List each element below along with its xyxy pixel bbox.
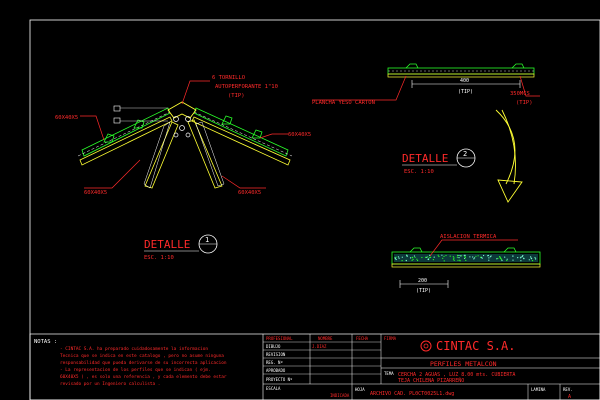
plate-label: PLANCHA YESO CARTON — [312, 100, 375, 106]
notes-line-5: 60X40X5 ) , es solo una referencia , y c… — [60, 374, 227, 380]
detail-1-ridge — [77, 80, 293, 189]
col-firma: FIRMA — [384, 336, 397, 341]
col-profesional: PROFESIONAL — [266, 336, 293, 341]
title-block — [29, 333, 600, 400]
drawing-frame — [29, 19, 600, 400]
screw-tip: (TIP) — [228, 93, 245, 99]
detail-1-scale: ESC. 1:10 — [144, 255, 174, 261]
tema-text-2: TEJA CHILENA PIZARREÑO — [398, 377, 464, 384]
row-revision: REVISION — [266, 352, 286, 357]
col-fecha: FECHA — [356, 336, 369, 341]
row-aprobado: APROBADO — [266, 368, 286, 373]
subject: PERFILES METALCON — [430, 360, 497, 368]
tema-label: TEMA — [384, 371, 394, 376]
notes-heading: NOTAS : — [34, 339, 57, 345]
notes-line-4: - La representacion de los perfiles que … — [60, 367, 211, 373]
row-dibujo: DIBUJO — [266, 344, 281, 349]
escala-label: ESCALA — [266, 386, 281, 391]
notes-text: - CINTAC S.A. ha preparado cuidadosament… — [60, 346, 227, 387]
screw-label-2: AUTOPERFORANTE 1"10 — [215, 84, 278, 90]
archivo-text: ARCHIVO CAD. PL0CT0025L1.dwg — [370, 391, 454, 397]
right-label: 350MCS — [510, 91, 530, 97]
row-proyecto: PROYECTO Nº — [266, 377, 293, 382]
signature-table: PROFESIONAL NOMBRE FECHA FIRMA DIBUJO J.… — [266, 336, 397, 382]
detail-1-title: DETALLE — [144, 238, 190, 251]
detail-2-dim: 400 — [460, 78, 469, 84]
detail-2-scale: ESC. 1:10 — [404, 169, 434, 175]
notes-line-1: - CINTAC S.A. ha preparado cuidadosament… — [60, 346, 208, 352]
detail-2-section — [312, 63, 541, 288]
detail-2-dim-tip: (TIP) — [458, 89, 473, 95]
screw-label: 6 TORNILLO — [212, 75, 245, 81]
rev-value: A — [568, 394, 571, 400]
tema-text: CERCHA 2 AGUAS , LUZ 8.00 mts. CUBIERTA — [398, 372, 515, 378]
insulation-label: AISLACION TERMICA — [440, 234, 497, 240]
detail-1-number: 1 — [205, 236, 209, 244]
notes-line-6: revisado por un Ingeniero calculista . — [60, 381, 160, 387]
col-nombre: NOMBRE — [318, 336, 333, 341]
notes-line-2: Tecnica que se indica en este catalogo ,… — [60, 353, 224, 359]
detail-2-number: 2 — [463, 150, 467, 158]
bottom-dim: 200 — [418, 278, 427, 284]
insulation-dots — [394, 254, 537, 262]
right-top-label: 60X40X5 — [288, 132, 311, 138]
company-name: CINTAC S.A. — [436, 339, 515, 353]
right-tip: (TIP) — [516, 100, 533, 106]
row-reg: REG. Nº — [266, 360, 283, 365]
bottom-tip: (TIP) — [416, 288, 431, 294]
detail-2-title: DETALLE — [402, 152, 448, 165]
left-bottom-label: 60X40X5 — [84, 190, 107, 196]
escala-value: INDICADA — [330, 393, 350, 398]
notes-line-3: responsabilidad que pueda derivarse de s… — [60, 360, 227, 366]
left-top-label: 60X40X5 — [55, 115, 78, 121]
lamina-label: LAMINA — [531, 387, 546, 392]
row-dibujo-name: J.DIAZ — [312, 344, 327, 349]
right-bottom-label: 60X40X5 — [238, 190, 261, 196]
rev-label: REV. — [563, 387, 573, 392]
archivo-label: HOJA — [355, 387, 365, 392]
